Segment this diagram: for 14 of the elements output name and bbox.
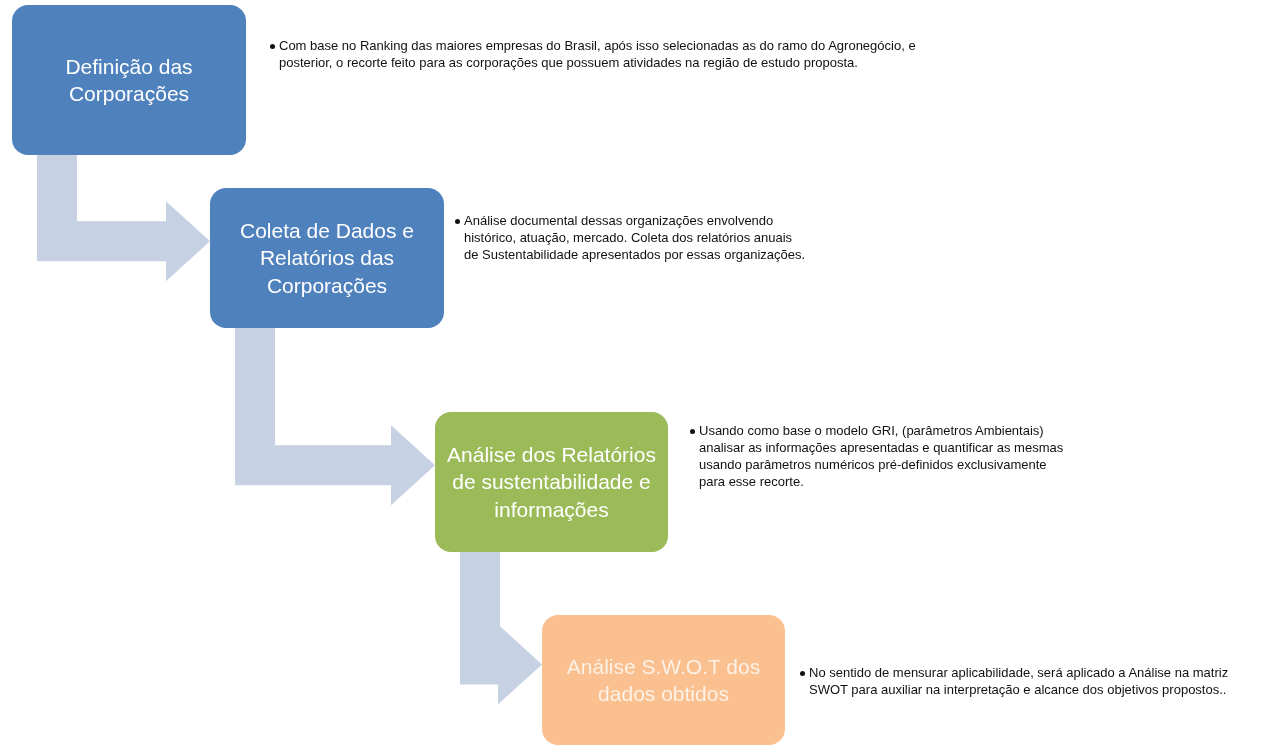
bent-arrow (37, 155, 210, 282)
process-box (542, 615, 785, 745)
step-title: Análise S.W.O.T dos dados obtidos (565, 653, 762, 707)
step-description: Usando como base o modelo GRI, (parâmetros Ambientais) analisar as informações apresentadas e quantificar as mesmas usando parâmetros numéricos pré-definidos exclusivamente para esse recorte. (699, 423, 1064, 489)
step-title: Coleta de Dados e Relatórios das Corporações (239, 218, 415, 299)
step-title: Análise dos Relatórios de sustentabilidade e informações (446, 442, 657, 523)
step-description: No sentido de mensurar aplicabilidade, será aplicado a Análise na matriz SWOT para auxiliar na interpretação e alcance dos objetivos propostos.. (809, 665, 1229, 697)
step-description: Com base no Ranking das maiores empresas do Brasil, após isso selecionadas as do ramo do Agronegócio, e posterior, o recorte feito para as corporações que possuem atividades na região de estudo proposta. (279, 38, 916, 70)
step-title: Definição das Corporações (64, 53, 194, 107)
process-box (210, 188, 444, 328)
bent-arrow (235, 328, 435, 506)
process-box (12, 5, 246, 155)
process-box (435, 412, 668, 552)
step-description: Análise documental dessas organizações envolvendo histórico, atuação, mercado. Coleta dos relatórios anuais de Sustentabilidade apresentados por essas organizações. (464, 213, 806, 262)
